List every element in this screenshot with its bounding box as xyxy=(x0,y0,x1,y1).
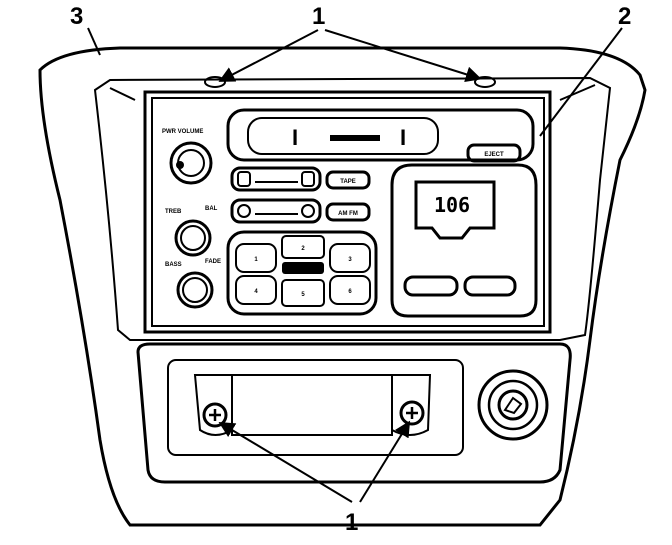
preset-button-2[interactable]: 2 xyxy=(281,235,325,259)
cassette-marker-left: I xyxy=(292,125,298,150)
preset-button-5[interactable]: 5 xyxy=(281,279,325,307)
svg-text:3: 3 xyxy=(348,257,352,263)
svg-text:2: 2 xyxy=(301,246,305,252)
preset-cluster: 2 1 3 4 5 6 xyxy=(226,230,378,316)
callout-2: 2 xyxy=(618,3,631,30)
radio-faceplate xyxy=(143,90,552,334)
treble-balance-knob[interactable]: TREB BAL xyxy=(165,206,218,257)
cassette-marker-right: I xyxy=(400,125,406,150)
preset-button-1[interactable]: 1 xyxy=(235,243,277,273)
preset-button-6[interactable]: 6 xyxy=(329,275,371,305)
svg-text:TAPE: TAPE xyxy=(340,179,356,185)
display-panel: 106 xyxy=(390,163,538,318)
am-fm-button[interactable]: AM FM xyxy=(325,202,371,222)
callout-3: 3 xyxy=(70,3,83,30)
cigarette-lighter-icon[interactable] xyxy=(477,369,549,441)
tune-rocker-button[interactable] xyxy=(230,198,322,224)
display-lower-button-right[interactable] xyxy=(463,275,517,297)
svg-text:5: 5 xyxy=(301,292,305,298)
svg-text:FADE: FADE xyxy=(205,259,221,265)
callout-leaders xyxy=(87,27,623,503)
eject-button[interactable]: EJECT xyxy=(466,143,522,163)
callout-1-top: 1 xyxy=(312,3,325,30)
svg-text:AM FM: AM FM xyxy=(338,211,358,217)
screw-hole-left xyxy=(204,76,226,88)
seek-rocker-button[interactable] xyxy=(230,166,322,192)
preset-button-3[interactable]: 3 xyxy=(329,243,371,273)
callout-1-bottom: 1 xyxy=(345,509,358,536)
bass-fade-knob[interactable]: BASS FADE xyxy=(165,259,221,309)
cassette-door: I I xyxy=(226,108,535,162)
svg-text:BASS: BASS xyxy=(165,262,182,268)
power-volume-knob[interactable]: PWR VOLUME xyxy=(162,129,213,185)
tape-button[interactable]: TAPE xyxy=(325,170,371,190)
svg-text:6: 6 xyxy=(348,289,352,295)
preset-button-4[interactable]: 4 xyxy=(235,275,277,305)
trim-plate xyxy=(38,46,647,527)
crosshead-screw-icon xyxy=(202,402,228,428)
crosshead-screw-icon xyxy=(399,400,425,426)
svg-text:BAL: BAL xyxy=(205,206,218,212)
display-frequency: 106 xyxy=(434,193,470,217)
svg-text:1: 1 xyxy=(254,257,258,263)
display-lower-button-left[interactable] xyxy=(403,275,459,297)
svg-text:EJECT: EJECT xyxy=(484,152,504,158)
svg-text:PWR VOLUME: PWR VOLUME xyxy=(162,129,203,135)
svg-text:4: 4 xyxy=(254,289,258,295)
svg-text:TREB: TREB xyxy=(165,209,182,215)
